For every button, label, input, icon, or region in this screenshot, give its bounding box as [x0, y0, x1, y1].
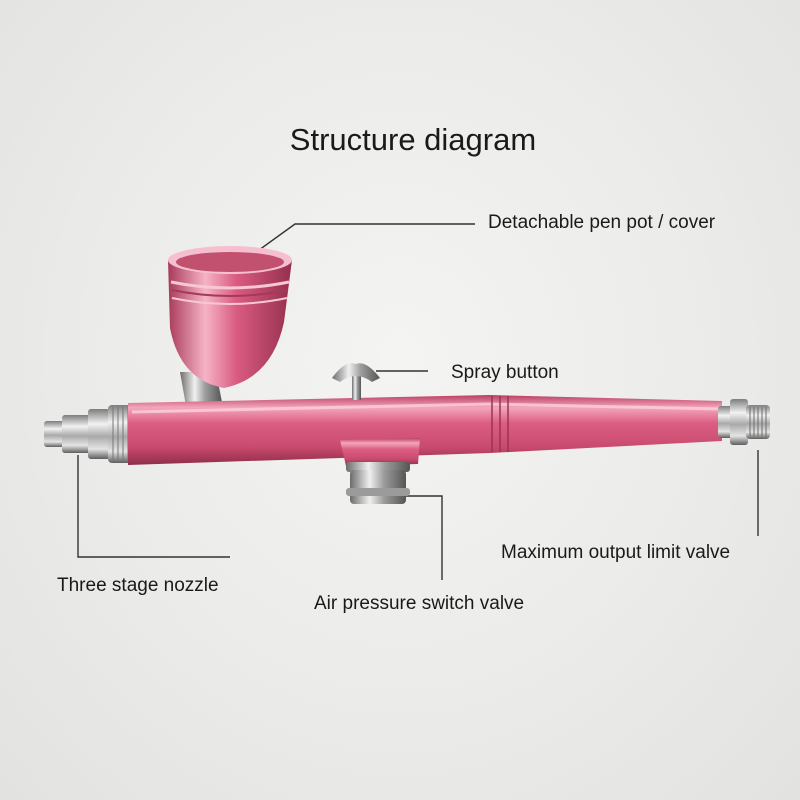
label-spray-button: Spray button — [451, 362, 559, 383]
label-max-output-valve: Maximum output limit valve — [501, 542, 731, 563]
air-pressure-valve-fitting — [346, 462, 410, 504]
leader-lines — [77, 223, 759, 580]
paint-cup — [168, 246, 292, 388]
label-detachable-pen-pot: Detachable pen pot / cover — [488, 212, 716, 233]
label-air-pressure-valve: Air pressure switch valve — [314, 593, 525, 614]
label-three-stage-nozzle: Three stage nozzle — [57, 575, 219, 596]
airbrush-body — [128, 395, 722, 465]
leader-line-cup — [247, 223, 475, 259]
body-lug — [340, 438, 420, 466]
spray-button — [332, 363, 380, 400]
three-stage-nozzle — [44, 405, 132, 463]
leader-line-nozzle — [77, 455, 230, 558]
diagram-title: Structure diagram — [289, 122, 537, 157]
max-output-limit-valve — [718, 399, 770, 445]
leader-line-air — [392, 495, 443, 580]
